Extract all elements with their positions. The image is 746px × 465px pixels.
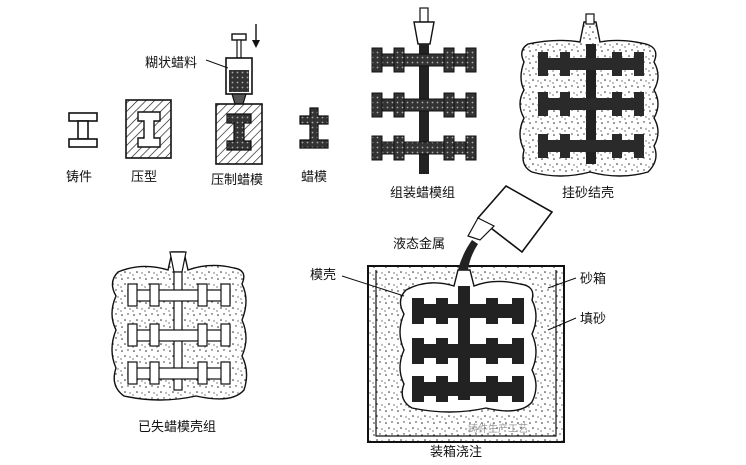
dewaxed-shell-icon <box>111 251 248 401</box>
label-wax-pattern: 蜡模 <box>301 170 328 185</box>
label-casting: 铸件 <box>66 170 93 185</box>
wax-pattern-icon <box>299 107 329 149</box>
label-dewaxed: 已失蜡模壳组 <box>138 420 217 435</box>
watermark: 铸件生产工艺 <box>468 424 528 435</box>
wax-tree-icon <box>371 7 477 174</box>
pouring-flask-icon <box>341 184 577 443</box>
label-liquid-metal: 液态金属 <box>393 237 446 252</box>
shelled-tree-icon <box>519 13 659 177</box>
label-flask: 砂箱 <box>580 272 607 287</box>
label-mold-shell: 模壳 <box>310 268 337 283</box>
label-die: 压型 <box>131 170 158 185</box>
die-icon <box>125 99 172 159</box>
casting-icon <box>68 112 98 148</box>
label-paste-wax: 糊状蜡料 <box>145 56 198 71</box>
label-pouring: 装箱浇注 <box>430 445 483 460</box>
label-assemble: 组装蜡模组 <box>390 186 456 201</box>
press-wax-icon <box>205 24 263 165</box>
label-press-wax: 压制蜡模 <box>211 173 264 188</box>
label-fill-sand: 填砂 <box>580 312 607 327</box>
label-shell: 挂砂结壳 <box>562 186 615 201</box>
